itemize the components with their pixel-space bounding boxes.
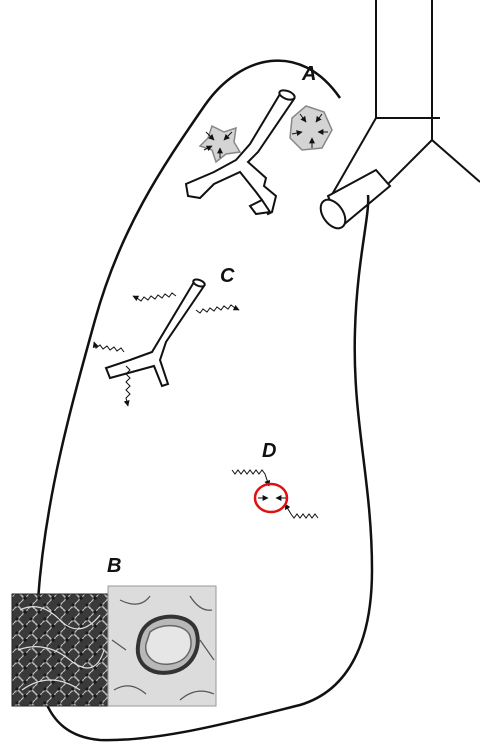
collapsed-alveolus-right	[290, 106, 332, 150]
collapsed-alveolus-left	[200, 126, 240, 162]
label-a: A	[301, 63, 316, 85]
label-d: D	[262, 440, 276, 462]
label-b: B	[107, 555, 121, 577]
wavy-arrow-icon	[94, 293, 239, 406]
main-bronchus	[316, 170, 390, 233]
micrograph-lung-tissue	[12, 594, 108, 706]
micrograph-alveolus-section	[108, 586, 216, 706]
label-c: C	[220, 265, 235, 287]
trachea	[330, 0, 480, 200]
airway-branch-c	[106, 278, 206, 386]
